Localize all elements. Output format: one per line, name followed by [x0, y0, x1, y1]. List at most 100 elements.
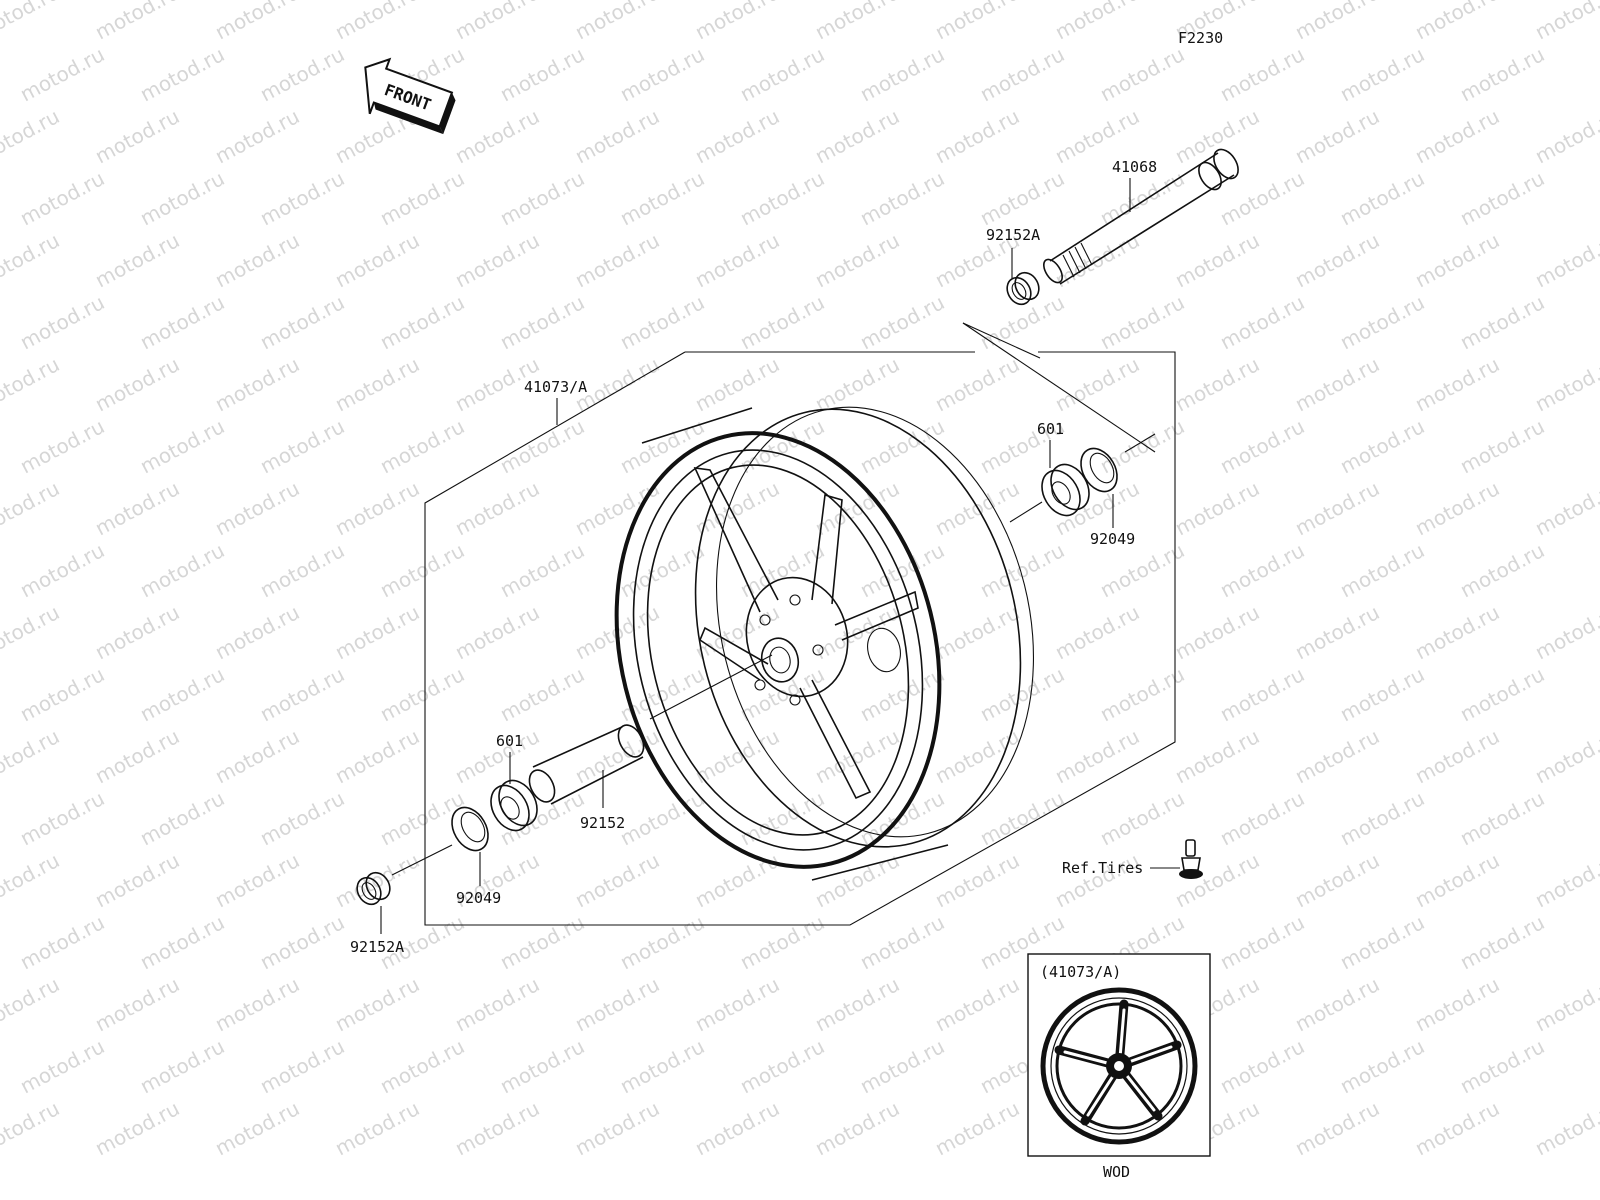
watermark: motod.ru	[331, 476, 423, 540]
watermark: motod.ru	[1531, 972, 1600, 1036]
watermark: motod.ru	[1411, 0, 1503, 44]
watermark: motod.ru	[1171, 600, 1263, 664]
label-collar-top: 92152A	[986, 226, 1040, 244]
watermark: motod.ru	[256, 538, 348, 602]
watermark: motod.ru	[376, 786, 468, 850]
watermark: motod.ru	[451, 600, 543, 664]
watermark: motod.ru	[736, 1034, 828, 1098]
watermark: motod.ru	[1291, 1096, 1383, 1160]
watermark: motod.ru	[811, 352, 903, 416]
watermark: motod.ru	[451, 476, 543, 540]
wheel-41073a	[614, 406, 1043, 881]
watermark: motod.ru	[496, 1034, 588, 1098]
watermark: motod.ru	[211, 848, 303, 912]
watermark: motod.ru	[571, 972, 663, 1036]
watermark: motod.ru	[856, 42, 948, 106]
watermark: motod.ru	[616, 1034, 708, 1098]
label-bearing-left: 601	[496, 732, 523, 750]
watermark: motod.ru	[571, 848, 663, 912]
watermark: motod.ru	[496, 166, 588, 230]
label-axle: 41068	[1112, 158, 1157, 176]
watermark: motod.ru	[571, 228, 663, 292]
watermark: motod.ru	[1456, 910, 1548, 974]
watermark: motod.ru	[1336, 1034, 1428, 1098]
watermark: motod.ru	[1171, 476, 1263, 540]
watermark: motod.ru	[616, 786, 708, 850]
watermark: motod.ru	[0, 600, 63, 664]
watermark: motod.ru	[331, 600, 423, 664]
inset-box: (41073/A)	[1027, 953, 1211, 1157]
oil-seal-right-92049	[1080, 447, 1118, 493]
watermark: motod.ru	[811, 724, 903, 788]
watermark: motod.ru	[91, 104, 183, 168]
watermark: motod.ru	[1051, 352, 1143, 416]
watermark: motod.ru	[976, 786, 1068, 850]
watermark: motod.ru	[1291, 104, 1383, 168]
watermark: motod.ru	[1411, 1096, 1503, 1160]
watermark: motod.ru	[736, 166, 828, 230]
watermark: motod.ru	[211, 228, 303, 292]
watermark: motod.ru	[1456, 290, 1548, 354]
watermark: motod.ru	[616, 538, 708, 602]
watermark: motod.ru	[811, 228, 903, 292]
watermark: motod.ru	[931, 352, 1023, 416]
assembly-bracket	[424, 322, 1176, 926]
watermark: motod.ru	[16, 538, 108, 602]
watermark: motod.ru	[1411, 600, 1503, 664]
watermark: motod.ru	[1531, 848, 1600, 912]
watermark: motod.ru	[91, 724, 183, 788]
watermark: motod.ru	[211, 0, 303, 44]
watermark: motod.ru	[1216, 662, 1308, 726]
watermark: motod.ru	[16, 1034, 108, 1098]
watermark: motod.ru	[691, 0, 783, 44]
watermark: motod.ru	[1456, 42, 1548, 106]
watermark: motod.ru	[856, 290, 948, 354]
watermark: motod.ru	[1096, 290, 1188, 354]
watermark: motod.ru	[931, 600, 1023, 664]
valve-stem-icon	[1150, 839, 1203, 879]
watermark: motod.ru	[256, 42, 348, 106]
watermark: motod.ru	[1291, 352, 1383, 416]
watermark: motod.ru	[1216, 538, 1308, 602]
watermark: motod.ru	[1171, 724, 1263, 788]
watermark: motod.ru	[91, 600, 183, 664]
watermark: motod.ru	[1171, 228, 1263, 292]
figure-code: F2230	[1178, 29, 1223, 47]
watermark: motod.ru	[136, 166, 228, 230]
watermark: motod.ru	[736, 910, 828, 974]
watermark: motod.ru	[91, 352, 183, 416]
watermark: motod.ru	[1096, 786, 1188, 850]
watermark: motod.ru	[211, 476, 303, 540]
watermark: motod.ru	[136, 662, 228, 726]
watermark: motod.ru	[136, 1034, 228, 1098]
watermark: motod.ru	[1291, 848, 1383, 912]
watermark: motod.ru	[91, 848, 183, 912]
watermark: motod.ru	[1531, 476, 1600, 540]
watermark: motod.ru	[856, 166, 948, 230]
watermark: motod.ru	[1531, 352, 1600, 416]
watermark: motod.ru	[0, 724, 63, 788]
watermark: motod.ru	[256, 290, 348, 354]
watermark: motod.ru	[496, 662, 588, 726]
watermark: motod.ru	[1216, 166, 1308, 230]
watermark: motod.ru	[856, 1034, 948, 1098]
watermark: motod.ru	[136, 910, 228, 974]
watermark: motod.ru	[1411, 476, 1503, 540]
inset-wheel-icon	[1040, 987, 1198, 1145]
watermark: motod.ru	[256, 166, 348, 230]
watermark: motod.ru	[451, 104, 543, 168]
watermark: motod.ru	[91, 972, 183, 1036]
watermark: motod.ru	[691, 848, 783, 912]
watermark: motod.ru	[1216, 910, 1308, 974]
watermark: motod.ru	[736, 290, 828, 354]
watermark: motod.ru	[811, 972, 903, 1036]
watermark: motod.ru	[136, 786, 228, 850]
label-spacer: 92152	[580, 814, 625, 832]
label-oil-seal-right: 92049	[1090, 530, 1135, 548]
watermark: motod.ru	[331, 228, 423, 292]
watermark: motod.ru	[856, 910, 948, 974]
watermark: motod.ru	[1051, 848, 1143, 912]
watermark: motod.ru	[571, 104, 663, 168]
watermark: motod.ru	[1051, 724, 1143, 788]
